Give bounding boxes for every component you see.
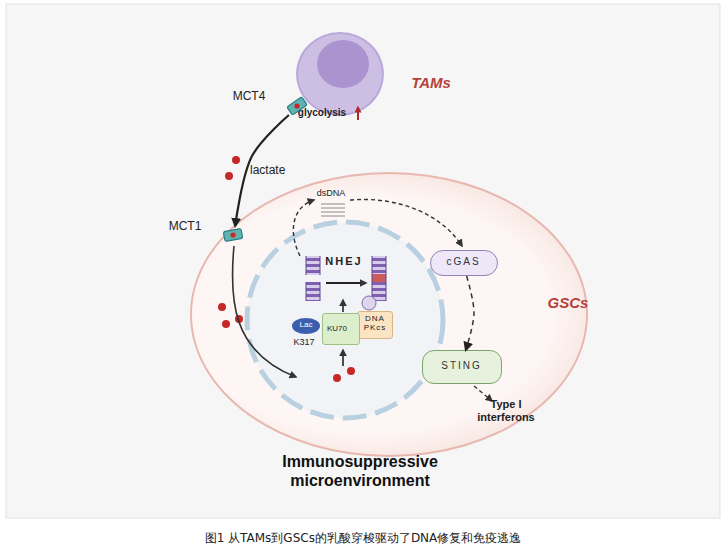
stem-cell: GSCsMCT1LacK317KU70DNA PKcscGASSTING: [190, 172, 588, 457]
output-label: Type I interferons: [469, 398, 543, 423]
repair-arrow: [326, 282, 366, 284]
dna-label: dsDNA: [305, 188, 357, 198]
cell-title: TAMs: [396, 74, 466, 91]
edge-connector: [235, 115, 289, 226]
figure-panel: [6, 4, 720, 518]
lactate-dot: [222, 320, 230, 328]
promote-arrow: [342, 350, 344, 366]
context-label: Immunosuppressive microenvironment: [250, 452, 470, 490]
transporter: MCT1: [222, 226, 244, 244]
edge-label: lactate: [250, 164, 310, 178]
repair-site: [372, 274, 386, 282]
protein-box: KU70: [322, 313, 360, 345]
transporter-body: [287, 97, 307, 116]
transporter-shape: [222, 226, 244, 244]
adaptor-box: STING: [422, 350, 502, 384]
residue-label: K317: [286, 337, 322, 347]
dsdna-fragments: [321, 204, 345, 216]
transporter-body: [223, 229, 242, 242]
broken-dna: [306, 282, 320, 301]
lactate-dot: [232, 156, 240, 164]
sensor-box: cGAS: [430, 250, 498, 276]
broken-dna: [306, 256, 320, 275]
dashed-arrow: [293, 200, 314, 256]
nucleus-outline: [247, 222, 443, 418]
lactyl-group: LacK317: [292, 318, 320, 334]
modification-label: Lac: [292, 320, 320, 329]
macrophage-cell: TAMsglycolysisMCT4: [296, 32, 384, 116]
transporter-shape: [286, 97, 308, 115]
dashed-arrow: [350, 199, 462, 246]
cell-title: GSCs: [538, 294, 598, 311]
promote-arrow: [342, 300, 344, 312]
lactate-dot: [230, 232, 235, 237]
pathway-label: NHEJ: [316, 255, 372, 268]
lactate-uptake-arrow: [232, 246, 296, 377]
adaptor-label: STING: [422, 360, 502, 372]
edge-connector: [466, 276, 474, 350]
protein-label: DNA PKcs: [359, 314, 391, 332]
transporter: MCT4: [286, 97, 308, 115]
dashed-arrow: [474, 386, 492, 401]
phospho-symbol: [362, 296, 376, 310]
lactate-dot: [294, 103, 299, 108]
figure-caption: 图1 从TAMs到GSCs的乳酸穿梭驱动了DNA修复和免疫逃逸: [0, 532, 726, 546]
transporter-label: MCT1: [160, 220, 210, 234]
macrophage-nucleus: [317, 40, 369, 88]
protein-label: KU70: [327, 324, 357, 333]
repaired-dna: [372, 256, 386, 301]
lactate-dot: [235, 315, 243, 323]
transporter-label: MCT4: [224, 90, 274, 104]
lactate-dot: [225, 172, 233, 180]
dna-backbone: [306, 256, 320, 301]
sensor-label: cGAS: [430, 256, 498, 268]
increase-arrow: [357, 107, 359, 120]
dna-backbone: [372, 256, 386, 301]
lactate-dot: [347, 367, 355, 375]
lactate-dot: [333, 374, 341, 382]
lactate-dot: [218, 303, 226, 311]
protein-box: DNA PKcs: [357, 311, 393, 339]
